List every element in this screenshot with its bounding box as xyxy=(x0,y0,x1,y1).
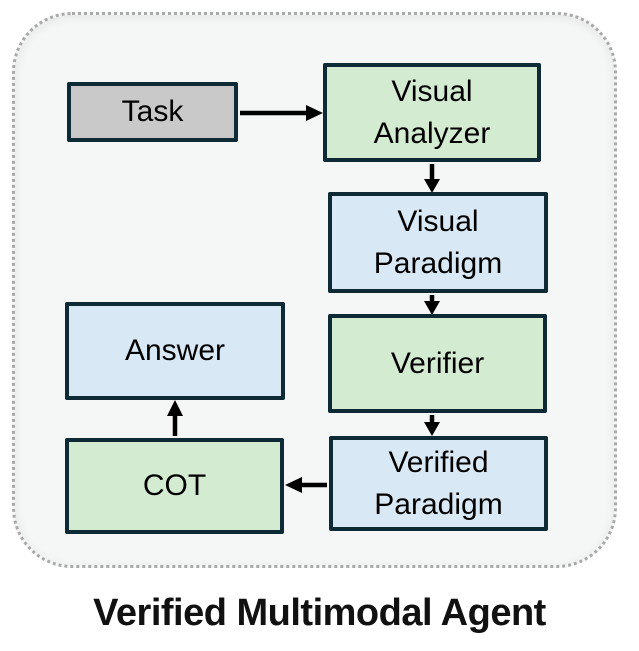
node-visual-analyzer: Visual Analyzer xyxy=(323,63,541,162)
node-answer-label: Answer xyxy=(124,334,226,368)
node-cot: COT xyxy=(65,438,284,534)
node-visual-analyzer-label: Visual Analyzer xyxy=(373,75,491,150)
node-task-label: Task xyxy=(121,95,184,129)
node-verifier: Verifier xyxy=(328,314,547,413)
node-visual-paradigm-label: Visual Paradigm xyxy=(373,205,503,280)
node-verified-paradigm-label: Verified Paradigm xyxy=(374,446,503,521)
node-visual-paradigm: Visual Paradigm xyxy=(328,192,548,293)
node-verifier-label: Verifier xyxy=(390,346,485,380)
diagram-caption: Verified Multimodal Agent xyxy=(93,592,546,634)
node-cot-label: COT xyxy=(142,469,207,503)
node-answer: Answer xyxy=(65,302,285,400)
node-verified-paradigm: Verified Paradigm xyxy=(329,436,548,531)
node-task: Task xyxy=(67,82,238,142)
